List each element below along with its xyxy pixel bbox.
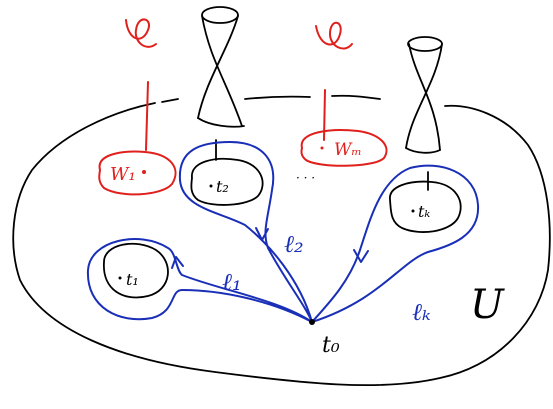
fiber-top-ellipse-tk (407, 36, 443, 52)
w1-enclosure (98, 150, 177, 196)
loop-lk (311, 164, 480, 323)
loop-l2-arrow (255, 227, 269, 241)
alpha-curve-right (315, 21, 353, 50)
loop-lk-arrow (353, 249, 369, 263)
top-boundary-segment (161, 98, 179, 103)
disc-t1 (103, 242, 169, 299)
label-t0: t₀ (322, 333, 340, 358)
point-w1 (142, 170, 146, 174)
label-U: U (470, 282, 505, 328)
fiber-top-ellipse-t2 (201, 6, 239, 24)
disc-t2 (190, 157, 264, 206)
label-lk: ℓₖ (412, 298, 431, 326)
loop-l2 (178, 141, 313, 323)
disc-tk (389, 180, 462, 233)
fiber-hourglass-tk (405, 43, 443, 151)
point-wm (320, 146, 324, 150)
fiber-bottom-tk (405, 147, 441, 154)
region-boundary (12, 102, 551, 387)
base-point-t0 (309, 319, 315, 325)
label-t1: t₁ (126, 270, 139, 289)
point-tk (411, 209, 415, 213)
label-t2: t₂ (216, 177, 229, 196)
alpha-stem-left (145, 81, 149, 151)
label-w1: W₁ (110, 164, 136, 185)
wm-enclosure (300, 129, 388, 167)
point-t1 (118, 276, 122, 280)
loop-l1 (86, 238, 313, 323)
label-tk: tₖ (418, 202, 430, 221)
label-wm: Wₘ (334, 140, 362, 160)
top-boundary-segment (244, 95, 311, 100)
label-l1: ℓ₁ (222, 268, 242, 296)
fiber-bottom-t2 (197, 117, 245, 128)
point-t2 (209, 184, 213, 188)
fiber-hourglass-t2 (197, 15, 243, 127)
alpha-stem-right (323, 89, 326, 141)
label-ellipsis: · · · (296, 171, 315, 185)
top-boundary-segment (331, 94, 381, 100)
label-l2: ℓ₂ (284, 230, 304, 258)
loop-l1-arrow (171, 256, 184, 269)
alpha-curve-left (125, 18, 157, 48)
